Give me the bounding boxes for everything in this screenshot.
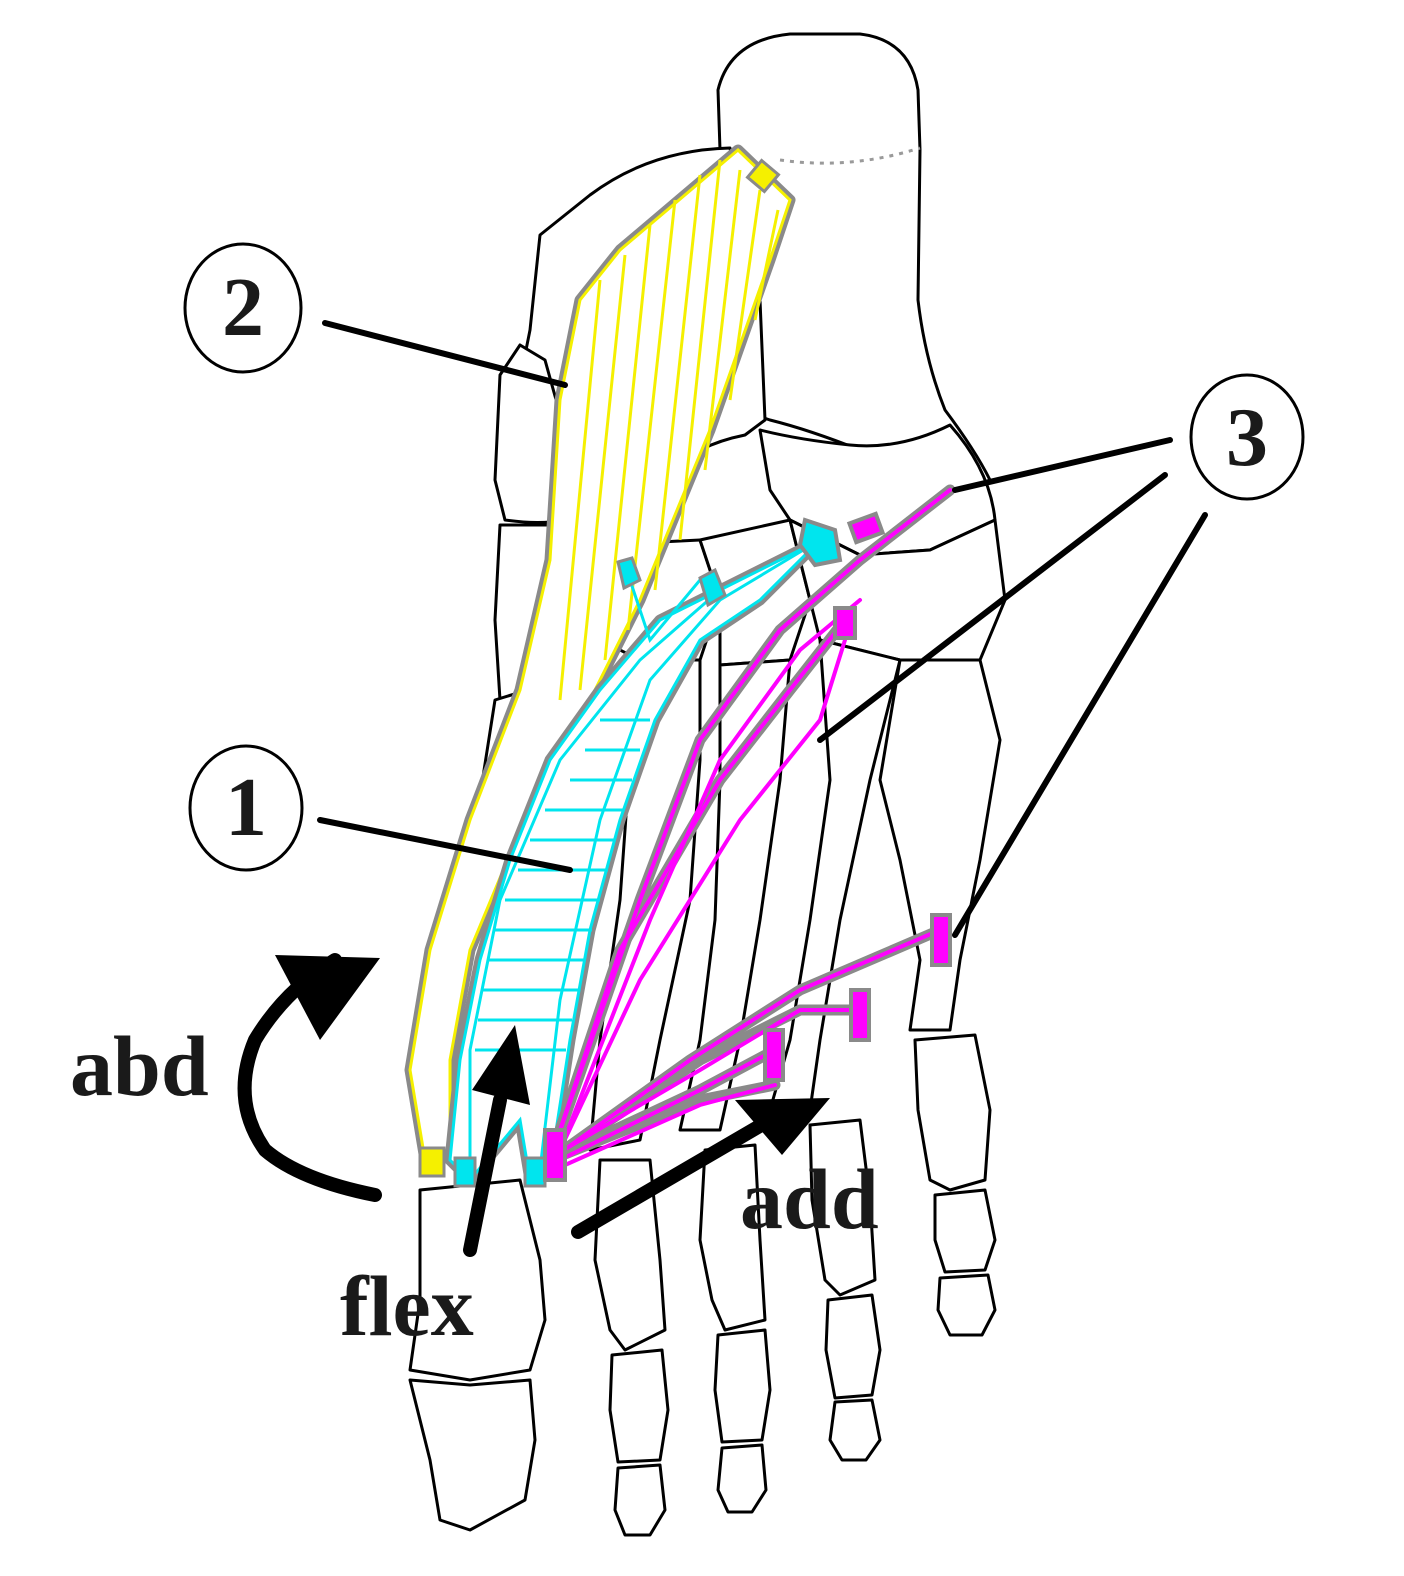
flexion-arrow-head: [472, 1025, 530, 1105]
flexion-label: flex: [340, 1258, 474, 1354]
muscle-3-magenta: [543, 484, 956, 1182]
muscle-3-origin-tag: [833, 606, 857, 640]
adduction-arrow: [571, 1098, 830, 1239]
abduction-arrow: [237, 953, 382, 1202]
muscle-3-insertion-tag: [543, 1128, 567, 1182]
callout-2: 2: [183, 242, 303, 374]
muscle-2-fiber: [728, 189, 762, 401]
toe-2-distal-phalanx: [613, 1463, 667, 1537]
abduction-label: abd: [70, 1018, 209, 1114]
metatarsal-3-bone: [678, 658, 792, 1132]
muscle-3-fiber: [558, 598, 862, 1152]
flexion-arrow: [463, 1025, 530, 1257]
leader-line-3b: [817, 472, 1168, 743]
muscle-3-insertion-tag: [930, 913, 952, 967]
toe-4-middle-phalanx: [824, 1293, 882, 1400]
abduction-arrow-head: [275, 955, 380, 1040]
hallux-proximal-phalanx: [408, 1178, 547, 1382]
abduction-arrow-shaft: [237, 953, 382, 1202]
flexion-arrow-shaft: [463, 1093, 507, 1257]
muscle-2-fiber: [578, 254, 627, 691]
adduction-arrow-shaft: [571, 1113, 777, 1239]
muscle-2-fibers: [558, 159, 780, 701]
muscle-3-fiber: [563, 1083, 777, 1167]
callout-2-number: 2: [222, 261, 264, 354]
callout-3-circle: [1189, 373, 1305, 501]
muscle-2-fiber: [603, 224, 652, 661]
muscle-1-origin-tag: [797, 517, 843, 568]
muscle-2-fiber: [653, 174, 702, 591]
toe-3-distal-phalanx: [716, 1443, 768, 1514]
callout-1: 1: [188, 744, 304, 872]
callout-1-circle: [188, 744, 304, 872]
muscle-1-origin-tag: [698, 567, 727, 608]
callout-2-circle: [183, 242, 303, 374]
muscle-3-fiber: [558, 638, 847, 1152]
adduction-arrow-head: [735, 1098, 830, 1155]
leader-lines: [317, 320, 1208, 938]
callout-3-number: 3: [1226, 391, 1268, 484]
muscle-3-insertion-tag: [763, 1028, 785, 1082]
muscle-1-origin-tag: [616, 556, 642, 591]
muscle-3-fiber: [558, 1048, 777, 1162]
hallux-distal-phalanx: [408, 1378, 537, 1532]
toe-5-proximal-phalanx: [913, 1033, 992, 1192]
muscle-3-fiber: [548, 618, 847, 1162]
toe-5-middle-phalanx: [933, 1188, 997, 1274]
muscle-3-origin-tag: [846, 511, 886, 545]
muscle-1-insertion-tag: [523, 1156, 547, 1188]
muscle-1-tendon: [468, 588, 721, 1170]
muscle-2-fiber: [703, 169, 742, 471]
muscle-3-fiber: [553, 1008, 862, 1157]
calcaneus-dotted-line: [779, 146, 921, 165]
leader-line-2: [322, 320, 568, 388]
toe-3-middle-phalanx: [713, 1328, 772, 1444]
toe-5-distal-phalanx: [936, 1273, 997, 1337]
muscle-2-yellow: [404, 144, 796, 1178]
muscle-2-fiber: [753, 209, 780, 321]
leader-line-1: [317, 817, 573, 873]
leader-line-3a: [952, 437, 1173, 493]
callout-1-number: 1: [225, 761, 267, 854]
adduction-label: add: [740, 1151, 879, 1247]
muscle-1-fibers: [468, 538, 821, 1171]
toe-4-distal-phalanx: [828, 1398, 882, 1462]
muscle-2-fiber: [678, 159, 722, 541]
leader-line-3c: [952, 512, 1208, 938]
muscle-3-fiber: [548, 928, 942, 1162]
muscle-3-fibers: [548, 488, 952, 1167]
muscle-1-tendon: [538, 538, 821, 1171]
metatarsal-4-bone: [768, 638, 902, 1112]
toe-3-proximal-phalanx: [698, 1143, 767, 1332]
muscle-2-origin-tag: [745, 158, 781, 194]
metatarsal-5-bone: [878, 658, 1002, 1032]
toe-2-middle-phalanx: [608, 1348, 670, 1464]
toe-4-proximal-phalanx: [808, 1118, 877, 1297]
muscle-1-insertion-tag: [453, 1156, 477, 1188]
muscle-1-tendon: [628, 579, 702, 644]
muscle-2-insertion-tag: [418, 1146, 446, 1178]
muscle-2-fiber: [626, 199, 677, 631]
muscle-2-fiber: [558, 279, 602, 701]
muscle-3-insertion-tag: [849, 988, 871, 1042]
callout-3: 3: [1189, 373, 1305, 501]
